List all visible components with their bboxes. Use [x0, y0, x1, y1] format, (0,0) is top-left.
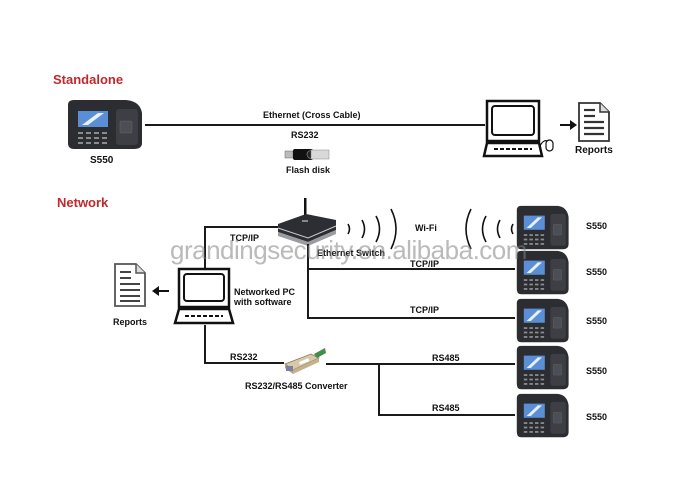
- networked-pc-label-line1: Networked PC: [234, 287, 296, 297]
- device-label: S550: [586, 221, 608, 231]
- ethernet-switch-label: Ethernet Switch: [317, 248, 386, 258]
- section-title-network: Network: [57, 195, 109, 210]
- switch-trunk-vertical: [307, 244, 309, 319]
- ethernet-cross-cable-label: Ethernet (Cross Cable): [263, 110, 361, 120]
- section-title-standalone: Standalone: [53, 72, 124, 87]
- converter-label: RS232/RS485 Converter: [245, 381, 348, 391]
- arrow-left-icon: [152, 286, 169, 296]
- network-reports-label: Reports: [113, 317, 148, 327]
- device-label: S550: [586, 412, 608, 422]
- rs232-network-label: RS232: [230, 352, 258, 362]
- rs485-link-1: [326, 363, 515, 365]
- wifi-label: Wi-Fi: [415, 223, 437, 233]
- device-label: S550: [586, 267, 608, 277]
- rs232-rs485-converter-icon: [284, 348, 326, 374]
- tcpip-pc-label: TCP/IP: [230, 233, 260, 243]
- rs485-link-2: [378, 414, 515, 416]
- rs232-link-vertical: [204, 325, 206, 363]
- arrow-right-icon: [560, 120, 577, 130]
- device-label: S550: [586, 316, 608, 326]
- pc-icon: [482, 99, 554, 158]
- rs485-label-2: RS485: [432, 403, 460, 413]
- rs232-label: RS232: [291, 130, 319, 140]
- pc-switch-link-vertical: [204, 227, 206, 268]
- report-document-icon: [578, 102, 610, 142]
- flash-disk-label: Flash disk: [286, 165, 331, 175]
- tcpip-link-1: [307, 268, 515, 270]
- flash-disk-icon: [284, 149, 330, 160]
- reports-label: Reports: [575, 145, 613, 156]
- networked-pc-label-line2: with software: [234, 297, 292, 307]
- rs485-trunk-vertical: [378, 363, 380, 415]
- networked-pc-icon: [173, 267, 235, 325]
- ethernet-switch-icon: [277, 198, 337, 246]
- time-attendance-device-icon: [68, 100, 142, 149]
- tcpip-link-label-2: TCP/IP: [410, 305, 440, 315]
- wifi-signal-icon: [347, 208, 514, 250]
- rs485-label-1: RS485: [432, 353, 460, 363]
- watermark: grandingsecurity.en.alibaba.com: [170, 235, 527, 265]
- standalone-link-line: [145, 124, 485, 126]
- tcpip-link-label-1: TCP/IP: [410, 259, 440, 269]
- tcpip-link-2: [307, 317, 515, 319]
- pc-switch-link-horizontal: [204, 226, 282, 228]
- report-document-icon: [114, 263, 146, 307]
- device-label: S550: [586, 366, 608, 376]
- device-label: S550: [90, 155, 114, 166]
- rs232-link-horizontal: [204, 362, 284, 364]
